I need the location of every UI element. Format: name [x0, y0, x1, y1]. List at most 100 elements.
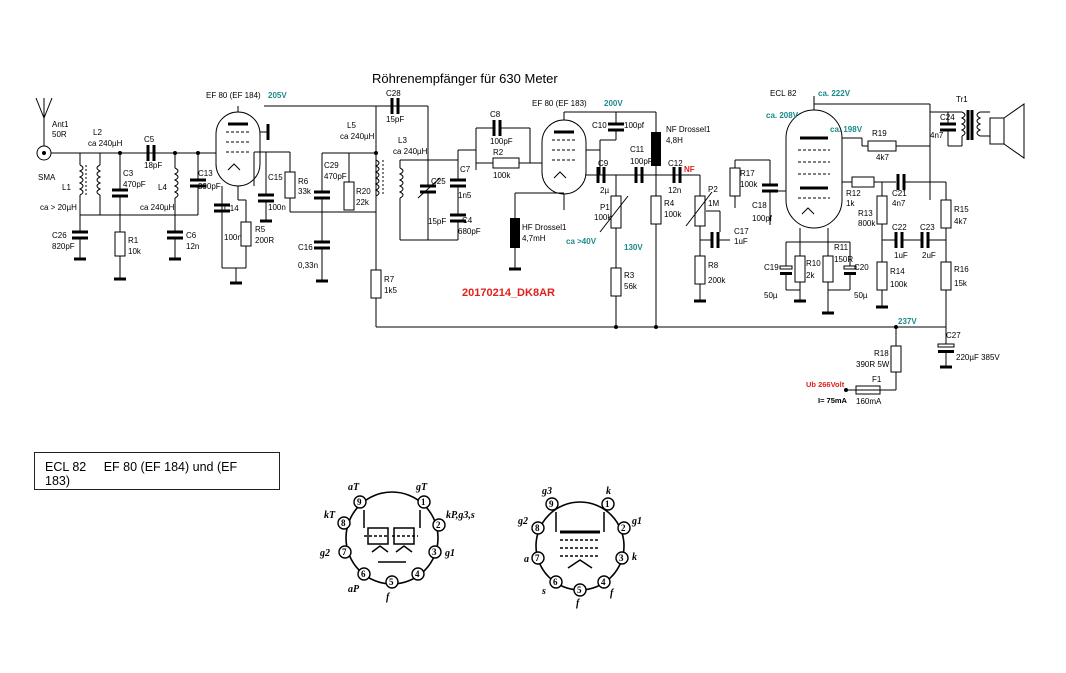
ef-pin-4: 4: [601, 577, 606, 587]
label-c3: C3: [123, 169, 134, 178]
capacitor-c3: [112, 153, 128, 232]
label-r3-value: 56k: [624, 282, 638, 291]
label-r19: R19: [872, 129, 887, 138]
ef-label-g1: g1: [631, 516, 642, 527]
capacitor-c9: [586, 167, 616, 183]
label-c9-value: 2µ: [600, 186, 609, 195]
label-f1-value: 160mA: [856, 397, 882, 406]
label-p1-value: 100k: [594, 213, 612, 222]
label-c22-value: 1uF: [894, 251, 908, 260]
label-c22: C22: [892, 223, 907, 232]
ef-pin-3: 3: [619, 553, 624, 563]
resistor-r14: [876, 240, 888, 309]
ef-pin-6: 6: [553, 577, 558, 587]
label-tube-v1: EF 80 (EF 184): [206, 91, 261, 100]
speaker-icon: [989, 103, 1025, 159]
label-c25: C25: [431, 177, 446, 186]
voltage-237: 237V: [898, 317, 917, 326]
ef-pin-8: 8: [535, 523, 540, 533]
label-p1: P1: [600, 203, 610, 212]
inductor-l1-l2: [78, 153, 198, 216]
potentiometer-p2: [685, 175, 721, 256]
label-c21: C21: [892, 189, 907, 198]
capacitor-c6: [167, 230, 183, 261]
label-c14-value: 100n: [224, 233, 242, 242]
label-c18-value: 100pf: [752, 214, 773, 223]
label-f1: F1: [872, 375, 882, 384]
voltage-40: ca >40V: [566, 237, 597, 246]
voltage-222: ca. 222V: [818, 89, 851, 98]
capacitor-c17: [700, 232, 730, 248]
label-r1-value: 10k: [128, 247, 142, 256]
label-r17-value: 100k: [740, 180, 758, 189]
label-r8-value: 200k: [708, 276, 726, 285]
ecl-label-kt: kT: [324, 510, 336, 521]
label-r19-value: 4k7: [876, 153, 889, 162]
label-c24-value: 4n7: [930, 131, 944, 140]
capacitor-c18: [762, 160, 792, 225]
ef-label-s: s: [541, 586, 546, 597]
capacitor-c25: [417, 160, 441, 240]
label-r12: R12: [846, 189, 861, 198]
label-l4: L4: [158, 183, 167, 192]
label-c27-value: 220µF 385V: [956, 353, 1000, 362]
capacitor-c21: [896, 174, 946, 190]
transformer-tr1: [948, 110, 990, 147]
label-c4: C4: [462, 216, 473, 225]
ef-pin-2: 2: [621, 523, 626, 533]
label-r11-value: 150R: [834, 255, 853, 264]
resistor-r18: [880, 327, 902, 391]
ecl82-base-diagram: [337, 491, 446, 589]
ecl-pin-3: 3: [432, 547, 437, 557]
resistor-r16: [940, 261, 952, 327]
voltage-198: ca. 198V: [830, 125, 863, 134]
label-r8: R8: [708, 261, 719, 270]
inductor-l3: [398, 159, 458, 241]
top-supply: [814, 103, 931, 112]
capacitor-c26: [72, 215, 88, 261]
label-r6: R6: [298, 177, 309, 186]
label-c23-value: 2uF: [922, 251, 936, 260]
label-l4-value: ca 240µH: [140, 203, 175, 212]
label-r18: R18: [874, 349, 889, 358]
capacitor-c29: [314, 152, 376, 242]
label-r20: R20: [356, 187, 371, 196]
label-c19: C19: [764, 263, 779, 272]
label-c29-value: 470pF: [324, 172, 347, 181]
label-c11-value: 100pF: [630, 157, 653, 166]
label-r17: R17: [740, 169, 755, 178]
label-r11: R11: [834, 243, 849, 252]
ef-label-f2: f: [610, 588, 615, 599]
label-c23: C23: [920, 223, 935, 232]
ef-label-a: a: [524, 554, 529, 565]
label-r15: R15: [954, 205, 969, 214]
label-nf: NF: [684, 165, 695, 174]
label-r14-value: 100k: [890, 280, 908, 289]
label-c17: C17: [734, 227, 749, 236]
label-r5-value: 200R: [255, 236, 274, 245]
label-c26: C26: [52, 231, 67, 240]
label-c7-value: 1n5: [458, 191, 472, 200]
ef-pin-9: 9: [549, 499, 554, 509]
label-r1: R1: [128, 236, 139, 245]
ecl-label-g1: g1: [444, 548, 455, 559]
ecl-pin-1: 1: [421, 497, 426, 507]
label-r12-value: 1k: [846, 199, 855, 208]
voltage-200: 200V: [604, 99, 623, 108]
ecl-pin-5: 5: [389, 577, 394, 587]
label-c17-value: 1uF: [734, 237, 748, 246]
resistor-r7: [370, 269, 382, 299]
potentiometer-p1: [599, 175, 629, 268]
label-c9: C9: [598, 159, 609, 168]
ecl-pin-2: 2: [436, 520, 441, 530]
label-c26-value: 820pF: [52, 242, 75, 251]
label-r13: R13: [858, 209, 873, 218]
label-l1: L1: [62, 183, 71, 192]
resistor-r19: [861, 138, 930, 152]
capacitor-c10: [599, 112, 624, 175]
label-r2-value: 100k: [493, 171, 511, 180]
label-c19-value: 50µ: [764, 291, 778, 300]
resistor-r2: [476, 157, 545, 169]
label-c27: C27: [946, 331, 961, 340]
